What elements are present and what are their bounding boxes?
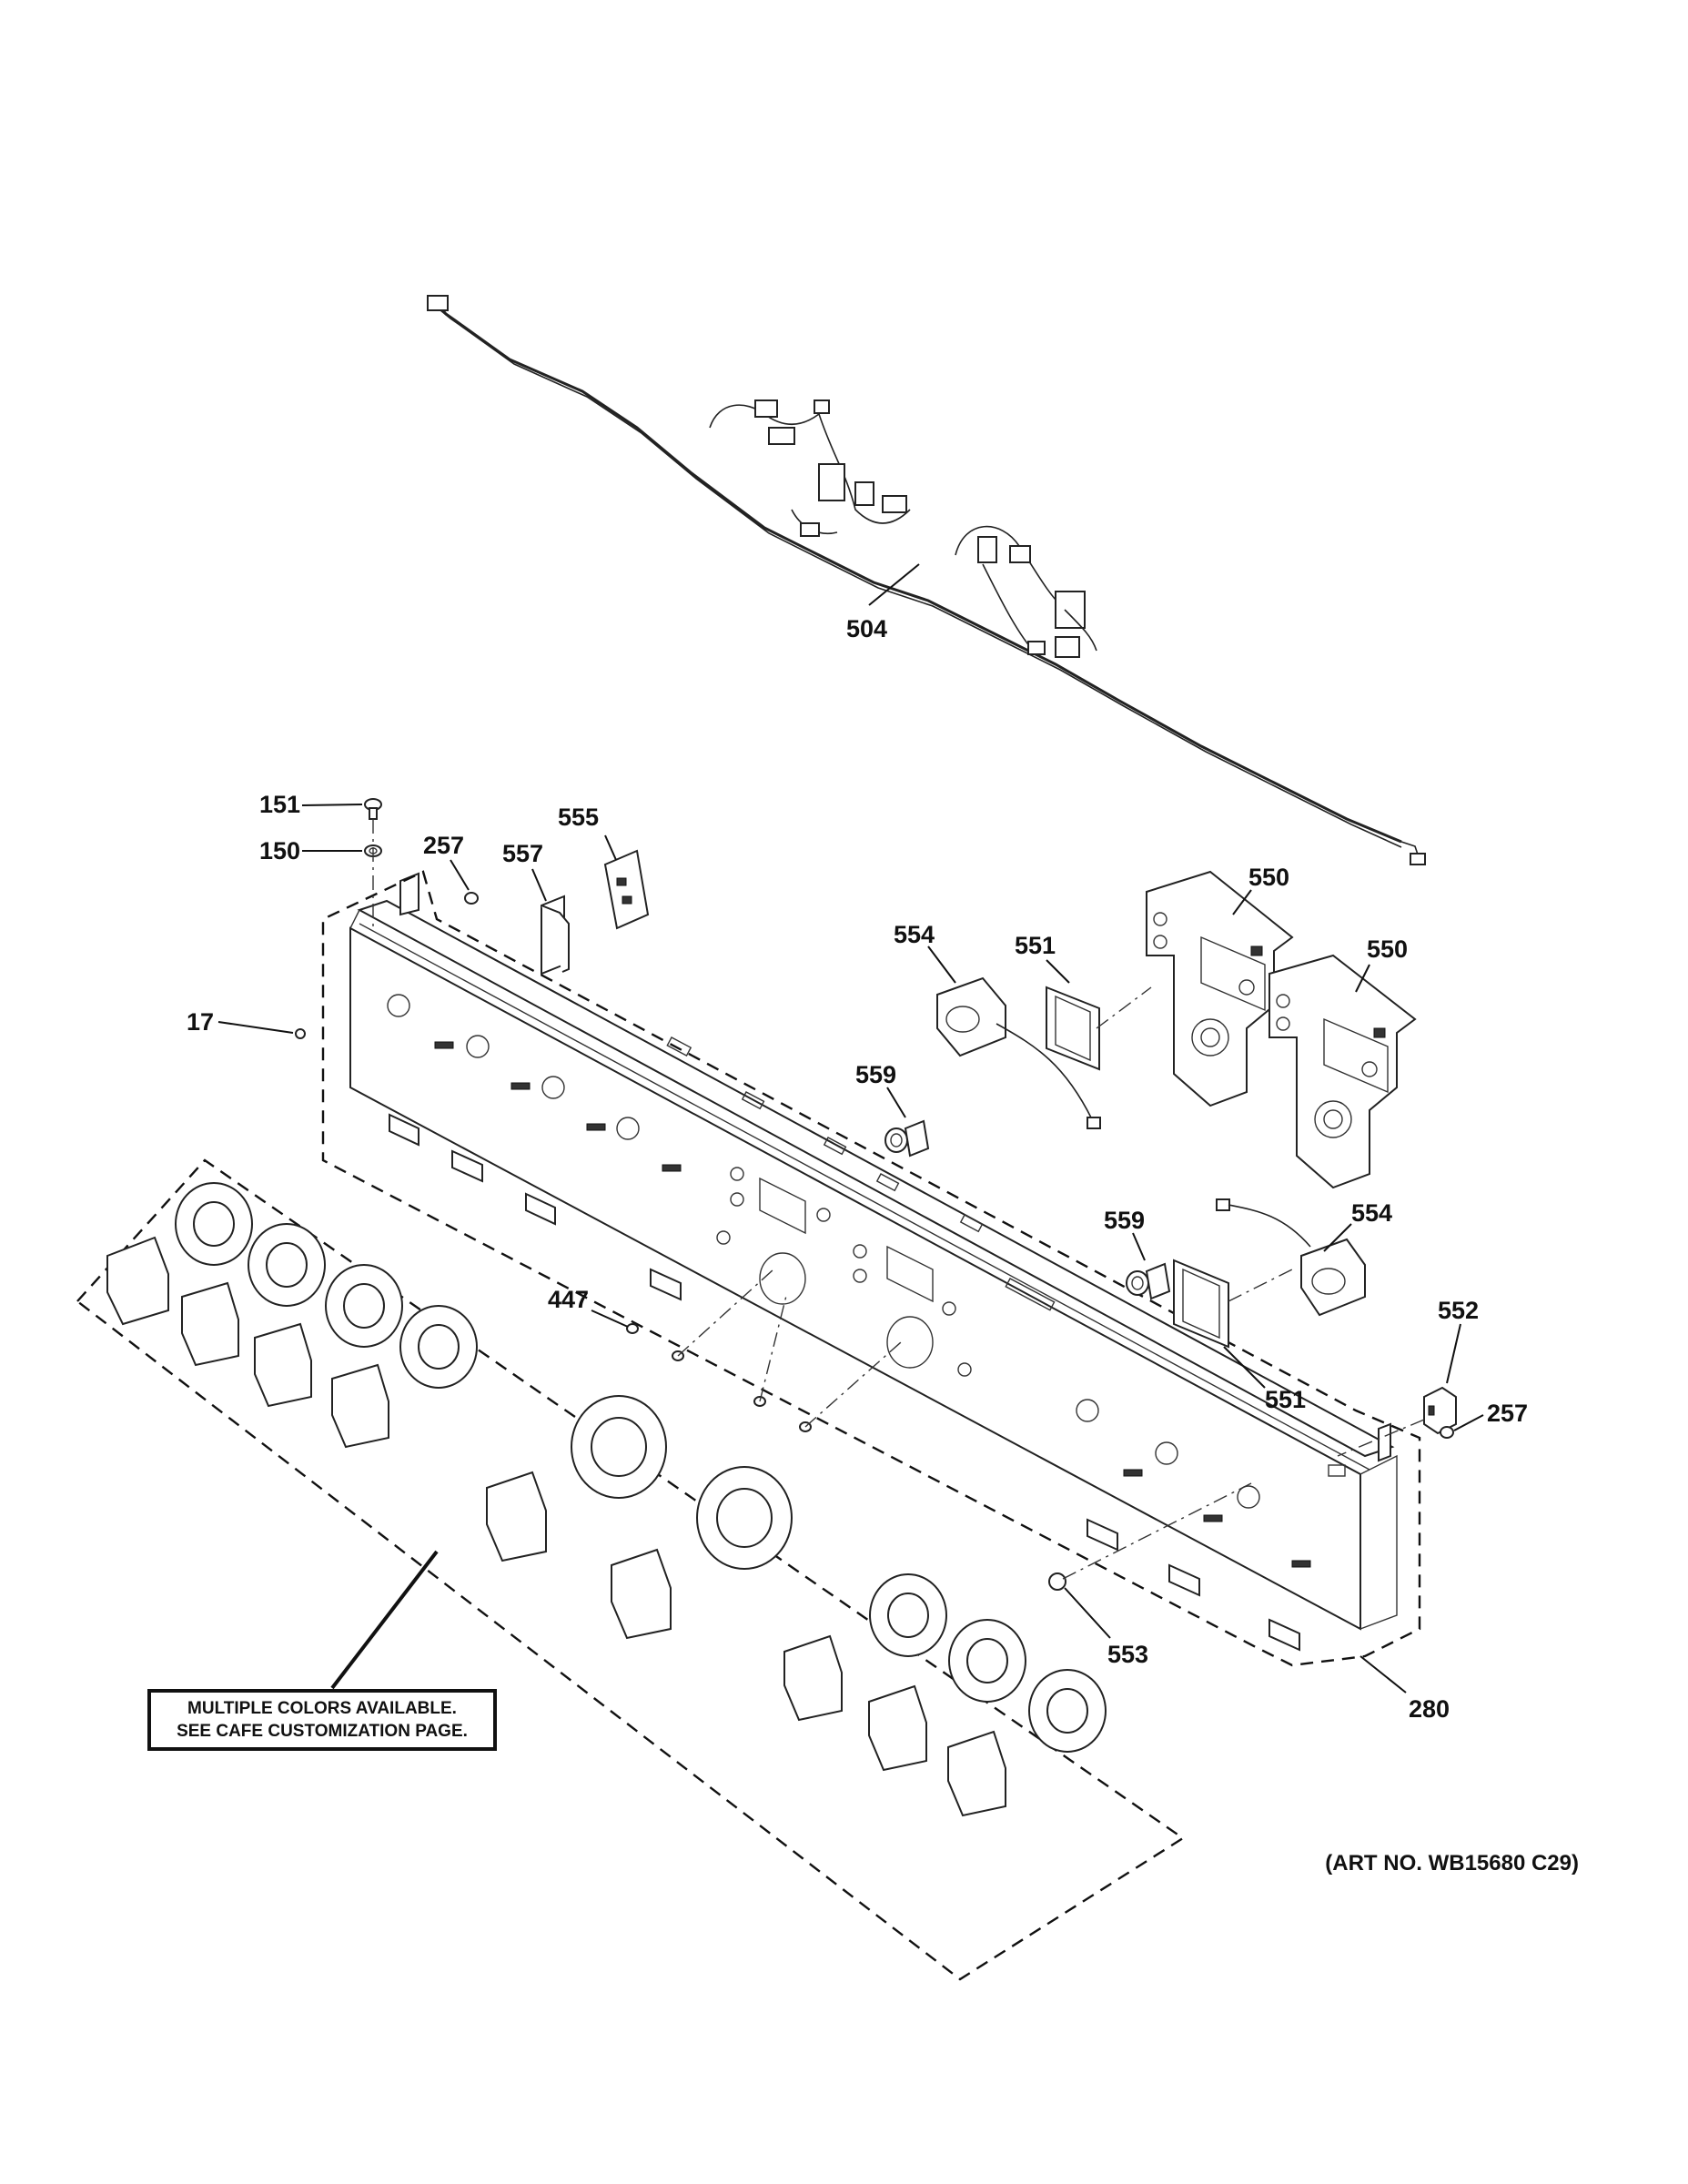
axis-447-b [759, 1291, 788, 1402]
leader-555 [604, 834, 617, 861]
screw-151 [364, 798, 382, 820]
callout-551-bottom: 551 [1265, 1386, 1306, 1413]
axis-553 [1062, 1482, 1252, 1580]
screw-257-top [464, 892, 479, 905]
control-panel [349, 872, 1398, 1652]
leader-257-right [1453, 1414, 1484, 1431]
knob-set [106, 1182, 1107, 1817]
wire-harness [427, 295, 1426, 865]
light-553 [1048, 1572, 1066, 1591]
leader-554-bottom [1323, 1223, 1352, 1252]
note-line-2: SEE CAFE CUSTOMIZATION PAGE. [177, 1722, 468, 1741]
switch-552 [1423, 1386, 1457, 1435]
callout-447: 447 [548, 1286, 589, 1313]
axis-552 [1337, 1419, 1425, 1457]
board-555 [603, 849, 650, 930]
callout-552: 552 [1438, 1297, 1479, 1324]
callout-151: 151 [259, 791, 300, 818]
leader-note [330, 1550, 439, 1690]
leader-551-top [1046, 959, 1070, 984]
callout-17: 17 [187, 1008, 214, 1036]
gasket-551-top [1046, 986, 1100, 1071]
leader-559-top [886, 1087, 906, 1118]
color-note-box: MULTIPLE COLORS AVAILABLE. SEE CAFE CUST… [147, 1689, 497, 1751]
axis-551-a [1096, 986, 1152, 1029]
callout-559-bottom: 559 [1104, 1207, 1145, 1234]
axis-447-c [804, 1341, 902, 1428]
leader-552 [1446, 1323, 1461, 1384]
leader-559-bottom [1132, 1232, 1146, 1261]
callout-550-a: 550 [1248, 864, 1289, 891]
leader-550-b [1355, 964, 1370, 993]
leader-553 [1064, 1587, 1111, 1639]
leader-550-a [1232, 889, 1252, 915]
leader-554-top [927, 945, 956, 984]
speaker-554-bottom [1216, 1198, 1366, 1317]
callout-554-top: 554 [894, 921, 935, 948]
leader-280 [1359, 1655, 1407, 1694]
screw-257-right [1440, 1426, 1454, 1439]
screw-17 [295, 1028, 306, 1039]
callout-550-b: 550 [1367, 935, 1408, 963]
bracket-557 [541, 895, 570, 976]
leader-447 [591, 1309, 629, 1328]
leader-551-bottom [1223, 1346, 1266, 1389]
axis-447-a [677, 1269, 774, 1357]
callout-150: 150 [259, 837, 300, 864]
callout-553: 553 [1107, 1641, 1148, 1668]
callout-257-top: 257 [423, 832, 464, 859]
callout-557: 557 [502, 840, 543, 867]
leader-257-top [450, 859, 470, 891]
callout-559-top: 559 [855, 1061, 896, 1088]
callout-555: 555 [558, 804, 599, 831]
leader-557 [531, 868, 547, 902]
knob-set-dashed-outline [76, 1158, 1186, 1981]
gasket-551-bottom [1173, 1259, 1229, 1349]
axis-551-b [1228, 1269, 1293, 1302]
switch-559-bottom [1126, 1262, 1171, 1300]
callout-280: 280 [1409, 1695, 1450, 1723]
callout-551-top: 551 [1015, 932, 1056, 959]
leader-17 [217, 1021, 294, 1034]
panel-dashed-outline [321, 870, 1421, 1667]
callout-504: 504 [846, 615, 887, 642]
speaker-554-top [936, 976, 1101, 1129]
board-550-a [1146, 870, 1294, 1107]
art-number: (ART NO. WB15680 C29) [1325, 1851, 1579, 1876]
note-line-1: MULTIPLE COLORS AVAILABLE. [187, 1699, 457, 1718]
leader-151 [301, 804, 363, 806]
switch-559-top [884, 1119, 930, 1158]
callout-554-bottom: 554 [1351, 1199, 1392, 1227]
leader-504 [868, 563, 920, 606]
board-550-b [1269, 954, 1417, 1189]
callout-257-right: 257 [1487, 1400, 1528, 1427]
